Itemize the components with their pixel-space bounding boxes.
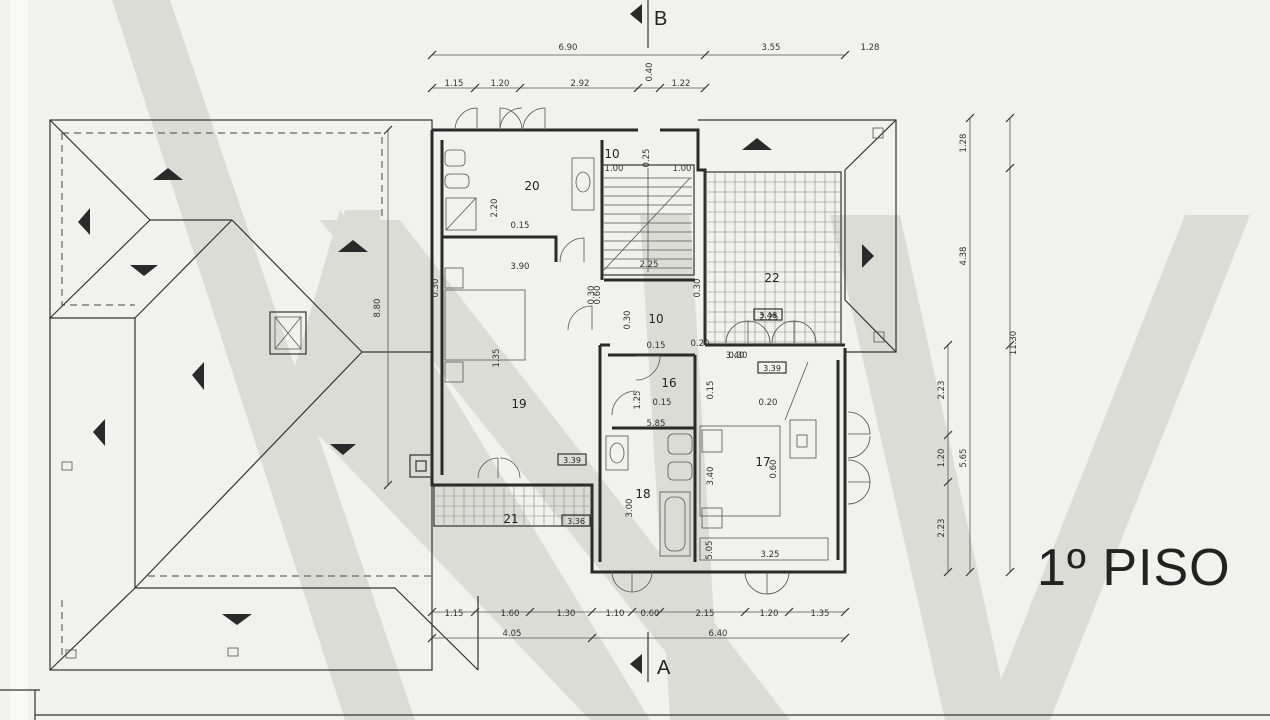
dimension-label: 0.40 xyxy=(645,63,655,82)
dimension-label: 4.38 xyxy=(959,247,969,266)
dimension-label: 0.15 xyxy=(706,381,716,400)
dimension-label: 1.20 xyxy=(491,79,510,89)
bedroom-furniture xyxy=(444,267,829,561)
dimension-labels: 6.90 3.55 1.28 1.15 1.20 2.92 0.40 1.22 1.15 1.60… xyxy=(373,43,1019,639)
dimension-label: 3.40 xyxy=(726,351,745,361)
room-number: 20 xyxy=(524,179,539,193)
area-tag-box xyxy=(757,361,787,374)
room-number: 16 xyxy=(661,376,676,390)
dimension-label: 1.22 xyxy=(672,79,691,89)
dimension-label: 0.15 xyxy=(647,341,666,351)
roof-right xyxy=(698,119,897,353)
dimension-label: 1.15 xyxy=(445,79,464,89)
dimension-label: 6.40 xyxy=(709,629,728,639)
dimension-label: 4.05 xyxy=(503,629,522,639)
dimension-label: 1.35 xyxy=(492,349,502,368)
balcony-21 xyxy=(433,485,593,527)
floor-title: 1º PISO xyxy=(1037,539,1231,597)
dimension-label: 6.90 xyxy=(559,43,578,53)
dimension-label: 1.20 xyxy=(760,609,779,619)
dimension-label: 3.55 xyxy=(762,43,781,53)
roof-left xyxy=(49,119,479,671)
watermark-logo xyxy=(10,0,1250,720)
area-tag: 3.39 xyxy=(563,456,581,465)
dimension-label: 1.15 xyxy=(445,609,464,619)
room-labels: 20 10 10 22 19 16 17 18 21 xyxy=(503,147,779,526)
title-block-edge xyxy=(0,689,1270,720)
dimension-label: 0.60 xyxy=(769,460,779,479)
dimension-label: 5.65 xyxy=(959,449,969,468)
dimension-label: 0.15 xyxy=(511,221,530,231)
room-number: 18 xyxy=(635,487,650,501)
dimension-label: 0.15 xyxy=(653,398,672,408)
dimension-label: 0.30 xyxy=(431,279,441,298)
room-number: 10 xyxy=(604,147,619,161)
dimension-label: 11.30 xyxy=(1009,331,1019,355)
area-tag-box xyxy=(561,514,591,527)
area-tag-box xyxy=(753,308,783,321)
door-swings xyxy=(454,107,871,595)
dimension-label: 1.28 xyxy=(959,134,969,153)
dimension-label: 2.20 xyxy=(490,199,500,218)
dimension-label: 2.23 xyxy=(937,519,947,538)
dimension-label: 0.20 xyxy=(759,398,778,408)
dimension-label: 0.25 xyxy=(642,149,652,168)
room-number: 21 xyxy=(503,512,518,526)
dimension-label: 1.60 xyxy=(501,609,520,619)
dimension-label: 3.00 xyxy=(625,499,635,518)
dimension-label: 1.28 xyxy=(861,43,880,53)
dimension-label: 1.00 xyxy=(605,164,624,174)
room-number: 10 xyxy=(648,312,663,326)
dimension-label: 1.00 xyxy=(673,164,692,174)
dimension-label: 1.10 xyxy=(606,609,625,619)
dimension-label: 0.30 xyxy=(623,311,633,330)
dimension-label: 0.30 xyxy=(693,279,703,298)
area-tag: 3.39 xyxy=(763,364,781,373)
section-label-b: B xyxy=(654,8,667,30)
dimension-label: 5.85 xyxy=(647,419,666,429)
room-number: 19 xyxy=(511,397,526,411)
staircase xyxy=(601,164,695,276)
dimension-label: 1.25 xyxy=(633,391,643,410)
room-number: 22 xyxy=(764,271,779,285)
area-tag-box xyxy=(557,453,587,466)
section-label-a: A xyxy=(657,657,671,679)
dimension-label: 0.30 xyxy=(729,351,748,361)
dimension-label: 2.23 xyxy=(937,381,947,400)
exterior-walls xyxy=(409,128,847,574)
dimension-lines xyxy=(383,50,1015,643)
dimension-label: 0.20 xyxy=(691,339,710,349)
area-tag: 3.36 xyxy=(567,517,585,526)
dimension-label: 2.25 xyxy=(640,260,659,270)
dimension-label: 1.35 xyxy=(811,609,830,619)
dimension-label: 0.30 xyxy=(587,286,597,305)
balcony-22 xyxy=(704,171,842,345)
dimension-label: 0.60 xyxy=(641,609,660,619)
dimension-label: 1.30 xyxy=(557,609,576,619)
area-tags: 3.46 3.39 3.39 3.36 xyxy=(557,308,787,527)
dimension-label: 5.05 xyxy=(705,541,715,560)
area-tag: 3.46 xyxy=(759,311,777,320)
dimension-label: 2.15 xyxy=(696,609,715,619)
dimension-label: 2.25 xyxy=(760,313,779,323)
dimension-label: 0.60 xyxy=(593,286,603,305)
dimension-label: 3.25 xyxy=(761,550,780,560)
dimension-label: 8.80 xyxy=(373,299,383,318)
dimension-label: 3.90 xyxy=(511,262,530,272)
dimension-label: 1.20 xyxy=(937,449,947,468)
room-number: 17 xyxy=(755,455,770,469)
dimension-label: 2.92 xyxy=(571,79,590,89)
section-marker-a: A xyxy=(630,632,671,682)
section-marker-b: B xyxy=(630,0,667,48)
dimension-label: 3.40 xyxy=(706,467,716,486)
bathroom-fixtures xyxy=(444,149,693,557)
